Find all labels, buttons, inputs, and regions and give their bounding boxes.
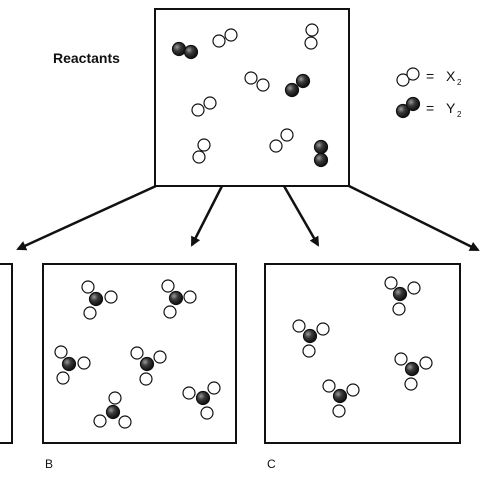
x2-molecule — [244, 71, 270, 92]
legend-x2-subscript: 2 — [457, 78, 462, 87]
legend-x2-symbol: X — [446, 68, 456, 84]
x2-molecule — [212, 28, 238, 48]
arrows — [16, 184, 480, 252]
legend: = X 2 = Y 2 — [395, 67, 462, 119]
legend-y2-molecule-icon — [395, 96, 421, 119]
y2-molecule — [313, 139, 329, 168]
xy3-molecule — [384, 276, 421, 316]
option-c-label: C — [267, 457, 276, 471]
arrow-to-b — [190, 185, 224, 247]
legend-y2-symbol: Y — [446, 100, 456, 116]
reactants-label: Reactants — [53, 50, 120, 66]
reactant-molecules — [171, 23, 329, 168]
option-a-box — [0, 263, 13, 444]
xy3-molecule — [81, 280, 118, 320]
legend-x2-equals: = — [426, 68, 434, 84]
legend-y2-equals: = — [426, 100, 434, 116]
xy3-molecule — [182, 381, 221, 420]
xy3-molecule — [394, 352, 433, 391]
arrow-to-d — [348, 184, 480, 252]
xy3-molecule — [292, 319, 330, 358]
x2-molecule — [304, 23, 319, 50]
legend-x2-molecule-icon — [396, 67, 420, 87]
x2-molecule — [269, 128, 294, 153]
option-b-label: B — [45, 457, 53, 471]
y2-molecule — [284, 73, 311, 98]
x2-molecule — [191, 96, 217, 117]
y2-molecule — [171, 41, 199, 60]
legend-y2-subscript: 2 — [457, 110, 462, 119]
xy3-molecule — [93, 391, 132, 429]
xy3-molecule — [54, 345, 91, 385]
xy3-molecule — [161, 279, 197, 319]
x2-molecule — [192, 138, 211, 164]
xy3-molecule — [322, 379, 360, 418]
option-b-molecules — [54, 279, 221, 429]
arrow-to-a — [16, 184, 157, 251]
arrow-to-c — [282, 185, 320, 247]
xy3-molecule — [130, 346, 167, 386]
option-c-box — [264, 263, 461, 444]
option-c-molecules — [292, 276, 433, 418]
